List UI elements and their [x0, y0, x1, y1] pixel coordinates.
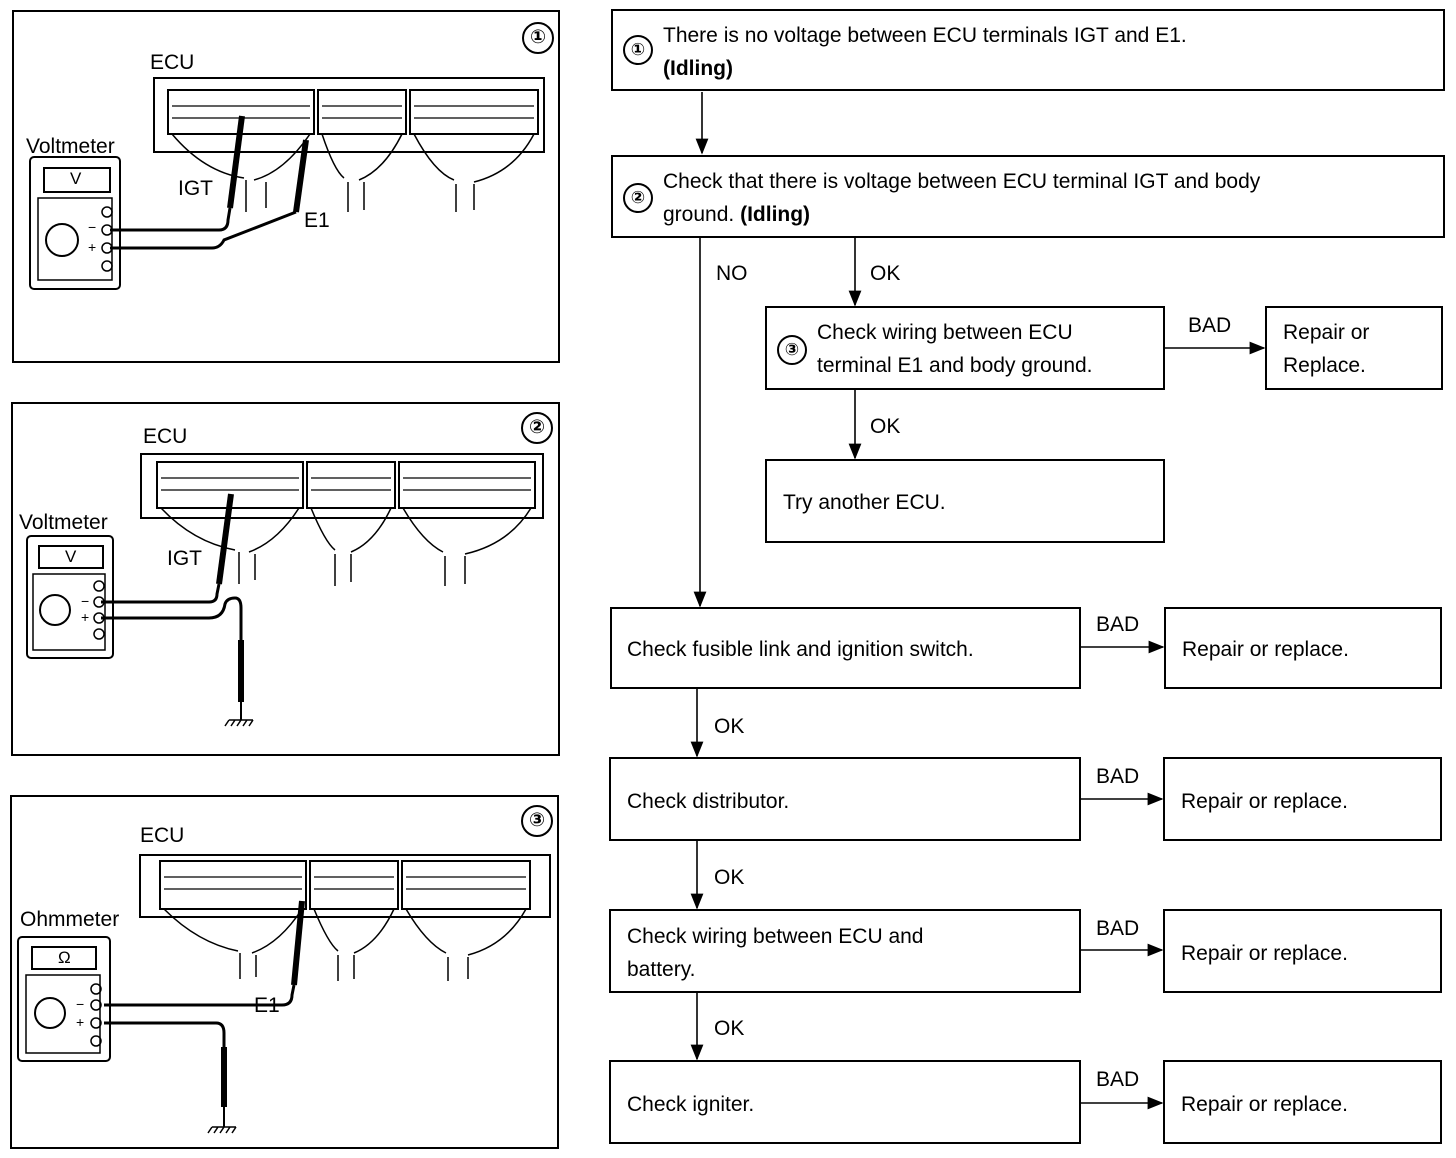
step-2-line1: Check that there is voltage between ECU …	[663, 170, 1261, 193]
panel-3-illustration	[17, 854, 551, 1134]
label-no: NO	[716, 262, 748, 285]
panel-3-minus-sign: −	[76, 996, 85, 1012]
step-1-line2: (Idling)	[663, 57, 733, 80]
step-1-number: ①	[623, 35, 653, 65]
panel-1-number: ①	[522, 22, 554, 54]
diagram-panel-2: ② ECU Voltmeter V − + IGT	[11, 402, 560, 756]
try-another-ecu-box: Try another ECU.	[765, 459, 1165, 543]
igniter-box: Check igniter.	[609, 1060, 1081, 1144]
step-3-repair-box: Repair or Replace.	[1265, 306, 1443, 390]
label-bad-wiring: BAD	[1096, 917, 1140, 940]
step-3-line1: Check wiring between ECU	[817, 321, 1073, 344]
label-bad-fusible: BAD	[1096, 613, 1140, 636]
label-bad-distributor: BAD	[1096, 765, 1140, 788]
panel-1-igt-label: IGT	[178, 177, 213, 200]
step-2-number: ②	[623, 183, 653, 213]
panel-2-minus-sign: −	[81, 593, 90, 609]
panel-3-plus-sign: +	[76, 1014, 85, 1030]
panel-2-ecu-label: ECU	[143, 425, 188, 448]
label-ok-fusible: OK	[714, 715, 745, 738]
fusible-link-text: Check fusible link and ignition switch.	[627, 638, 974, 661]
label-ok-wiring: OK	[714, 1017, 745, 1040]
distributor-repair-text: Repair or replace.	[1181, 790, 1348, 813]
panel-1-illustration	[29, 77, 545, 290]
fusible-repair-text: Repair or replace.	[1182, 638, 1349, 661]
igniter-text: Check igniter.	[627, 1093, 755, 1116]
panel-1-meter-label: Voltmeter	[26, 135, 115, 158]
panel-3-number: ③	[521, 805, 553, 837]
panel-2-igt-label: IGT	[167, 547, 202, 570]
panel-1-plus-sign: +	[88, 239, 97, 255]
panel-2-meter-label: Voltmeter	[19, 511, 108, 534]
wiring-battery-box: Check wiring between ECU and battery.	[609, 909, 1081, 993]
flow-step-1-box: ① There is no voltage between ECU termin…	[611, 9, 1445, 91]
distributor-repair-box: Repair or replace.	[1163, 757, 1442, 841]
step-2-line2: ground.	[663, 203, 735, 226]
diagram-panel-3: ③ ECU Ohmmeter Ω − + E1	[10, 795, 559, 1149]
step-3-line2: terminal E1 and body ground.	[817, 354, 1093, 377]
step-3-repair-line2: Replace.	[1283, 354, 1366, 377]
distributor-box: Check distributor.	[609, 757, 1081, 841]
panel-2-number: ②	[521, 412, 553, 444]
label-ok-step3: OK	[870, 415, 901, 438]
panel-3-meter-symbol: Ω	[58, 948, 71, 967]
panel-2-meter-symbol: V	[65, 547, 77, 566]
diagram-panel-1: ① ECU Voltmeter V − + IGT E1	[12, 10, 560, 363]
panel-3-ecu-label: ECU	[140, 824, 185, 847]
panel-1-ecu-label: ECU	[150, 51, 195, 74]
panel-3-meter-label: Ohmmeter	[20, 908, 120, 931]
label-bad-step3: BAD	[1188, 314, 1232, 337]
igniter-repair-box: Repair or replace.	[1163, 1060, 1442, 1144]
step-2-idling: (Idling)	[740, 203, 811, 226]
panel-3-e1-label: E1	[254, 994, 280, 1017]
fusible-repair-box: Repair or replace.	[1164, 607, 1442, 689]
label-bad-igniter: BAD	[1096, 1068, 1140, 1091]
wiring-battery-repair-box: Repair or replace.	[1163, 909, 1442, 993]
igniter-repair-text: Repair or replace.	[1181, 1093, 1348, 1116]
wiring-battery-line1: Check wiring between ECU and	[627, 925, 924, 948]
wiring-battery-line2: battery.	[627, 958, 696, 981]
label-ok-distributor: OK	[714, 866, 745, 889]
panel-2-plus-sign: +	[81, 609, 90, 625]
distributor-text: Check distributor.	[627, 790, 790, 813]
step-1-line1: There is no voltage between ECU terminal…	[663, 24, 1187, 47]
try-another-ecu-text: Try another ECU.	[783, 491, 946, 514]
panel-2-illustration	[26, 453, 544, 727]
flow-step-2-box: ② Check that there is voltage between EC…	[611, 155, 1445, 238]
step-3-repair-line1: Repair or	[1283, 321, 1370, 344]
wiring-battery-repair-text: Repair or replace.	[1181, 942, 1348, 965]
flow-step-3-box: ③ Check wiring between ECU terminal E1 a…	[765, 306, 1165, 390]
label-ok-step2: OK	[870, 262, 901, 285]
fusible-link-box: Check fusible link and ignition switch.	[610, 607, 1081, 689]
step-3-number: ③	[777, 335, 807, 365]
panel-1-meter-symbol: V	[70, 169, 82, 188]
panel-1-e1-label: E1	[304, 209, 330, 232]
panel-1-minus-sign: −	[88, 219, 97, 235]
